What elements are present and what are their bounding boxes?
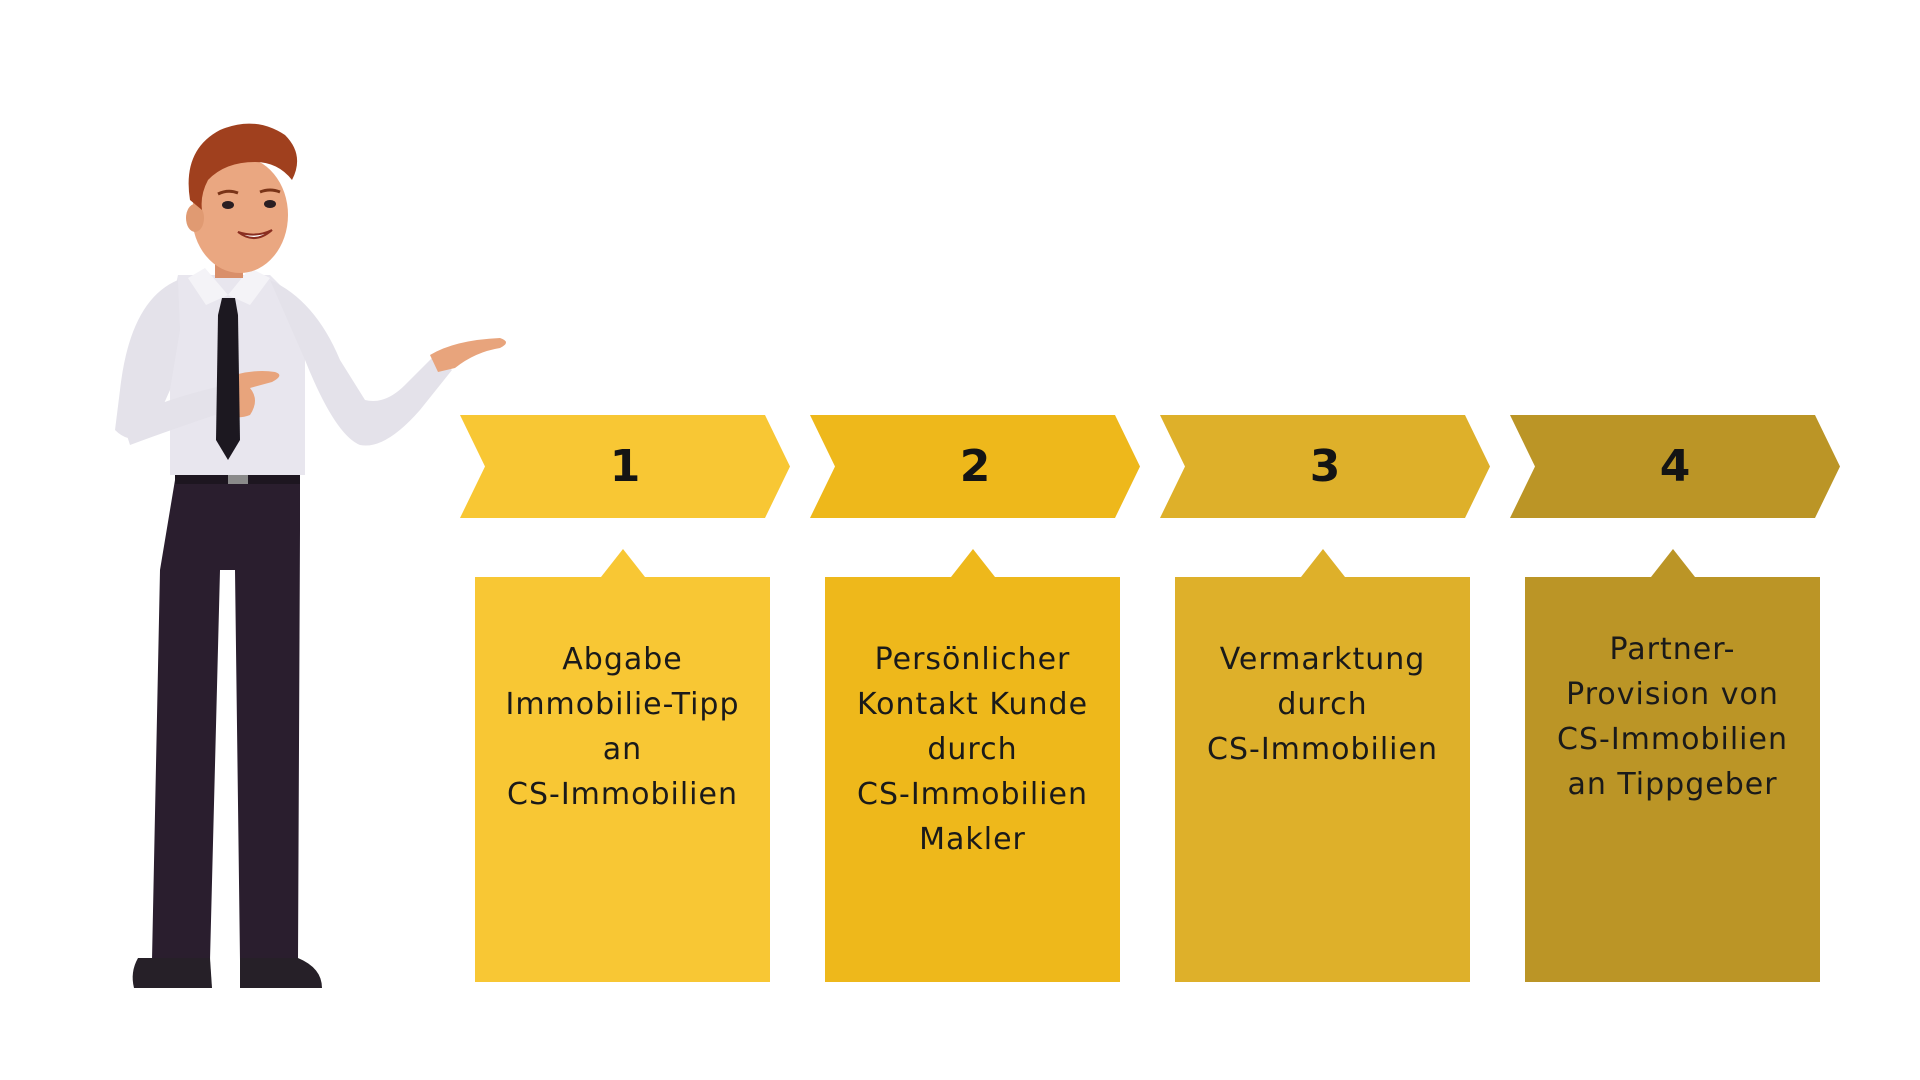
step-number: 4 [1659, 441, 1691, 492]
step-card: Persönlicher Kontakt Kunde durch CS-Immo… [825, 549, 1120, 982]
step-chevron: 4 [1510, 415, 1840, 518]
process-step: 4 Partner- Provision von CS-Immobilien a… [1510, 415, 1840, 985]
step-card: Vermarktung durch CS-Immobilien [1175, 549, 1470, 982]
step-description: Vermarktung durch CS-Immobilien [1207, 642, 1438, 767]
step-card: Partner- Provision von CS-Immobilien an … [1525, 549, 1820, 982]
step-number: 3 [1309, 441, 1341, 492]
process-step: 3 Vermarktung durch CS-Immobilien [1160, 415, 1490, 985]
step-chevron: 2 [810, 415, 1140, 518]
step-chevron: 1 [460, 415, 790, 518]
step-card: Abgabe Immobilie-Tipp an CS-Immobilien [475, 549, 770, 982]
process-step: 1 Abgabe Immobilie-Tipp an CS-Immobilien [460, 415, 790, 985]
step-description: Persönlicher Kontakt Kunde durch CS-Immo… [856, 642, 1089, 857]
step-description: Partner- Provision von CS-Immobilien an … [1557, 632, 1788, 802]
step-chevron: 3 [1160, 415, 1490, 518]
businessman-presenting-icon [60, 100, 580, 1000]
step-number: 2 [959, 441, 991, 492]
step-description: Abgabe Immobilie-Tipp an CS-Immobilien [505, 642, 740, 812]
step-number: 1 [609, 441, 641, 492]
process-step: 2 Persönlicher Kontakt Kunde durch CS-Im… [810, 415, 1140, 985]
